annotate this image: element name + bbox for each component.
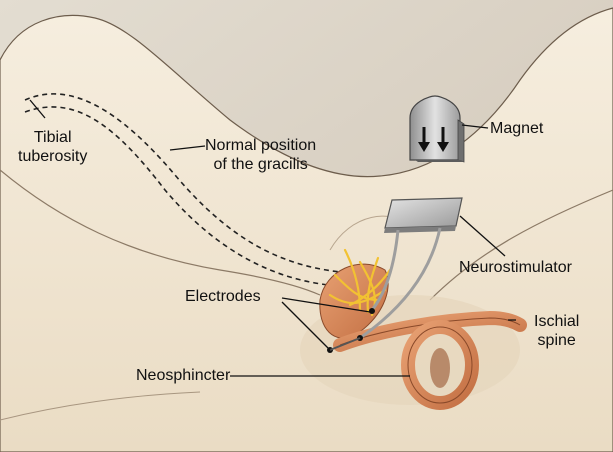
neurostimulator-device	[384, 198, 462, 233]
magnet-device	[410, 96, 464, 162]
label-magnet: Magnet	[490, 119, 543, 138]
label-neurostimulator: Neurostimulator	[459, 258, 572, 277]
label-electrodes: Electrodes	[185, 287, 261, 306]
label-gracilis-normal-position: Normal position of the gracilis	[205, 136, 316, 174]
electrode-tip	[369, 308, 375, 314]
label-neosphincter: Neosphincter	[136, 366, 230, 385]
label-ischial-spine: Ischial spine	[534, 312, 579, 350]
label-tibial-tuberosity: Tibial tuberosity	[18, 128, 87, 166]
anal-opening	[430, 348, 450, 388]
